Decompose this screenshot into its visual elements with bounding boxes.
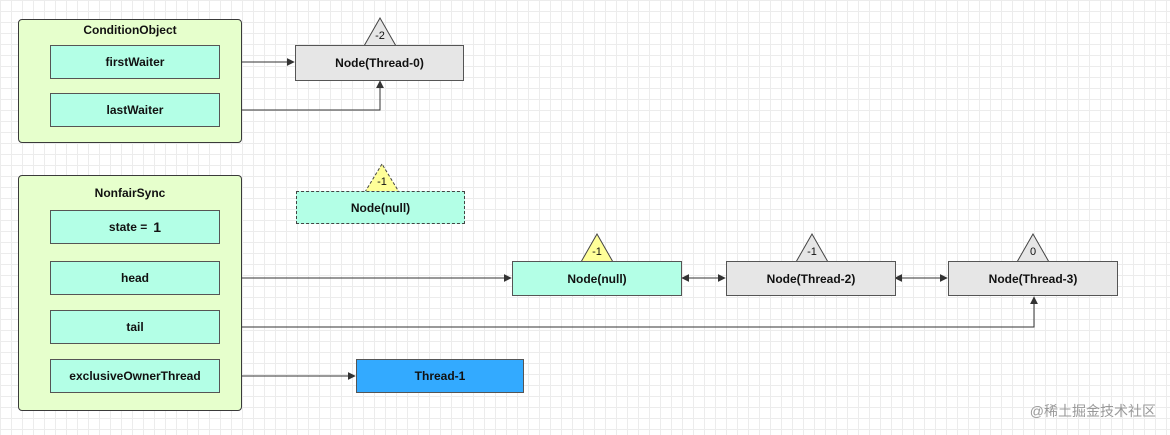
exclusive-owner-thread-field: exclusiveOwnerThread xyxy=(50,359,220,393)
queue-node-thread-3: Node(Thread-3) xyxy=(948,261,1118,296)
queue-node-thread-2: Node(Thread-2) xyxy=(726,261,896,296)
floating-node-null: Node(null) xyxy=(296,191,465,224)
condition-node-thread-0: Node(Thread-0) xyxy=(295,45,464,81)
state-label: state = xyxy=(108,220,148,234)
condition-object-title: ConditionObject xyxy=(83,23,177,37)
last-waiter-field: lastWaiter xyxy=(50,93,220,127)
first-waiter-field: firstWaiter xyxy=(50,45,220,79)
queue-node-null: Node(null) xyxy=(512,261,682,296)
tail-field: tail xyxy=(50,310,220,344)
queue-node-2-wait-status: 0 xyxy=(1029,246,1037,258)
floating-node-wait-status: -1 xyxy=(377,176,387,188)
queue-node-0-wait-status: -1 xyxy=(592,246,602,258)
nonfair-sync-title: NonfairSync xyxy=(94,186,166,200)
watermark: @稀土掘金技术社区 xyxy=(1029,403,1156,419)
queue-node-1-wait-status: -1 xyxy=(807,246,817,258)
last-waiter-arrow xyxy=(220,80,384,111)
head-field: head xyxy=(50,261,220,295)
state-field: state = 1 xyxy=(50,210,220,244)
owner-thread-1: Thread-1 xyxy=(356,359,524,393)
wait-status-triangle-floating xyxy=(364,163,400,193)
tail-arrow xyxy=(220,296,1038,331)
state-value: 1 xyxy=(153,219,162,235)
condition-node-wait-status: -2 xyxy=(375,30,385,42)
